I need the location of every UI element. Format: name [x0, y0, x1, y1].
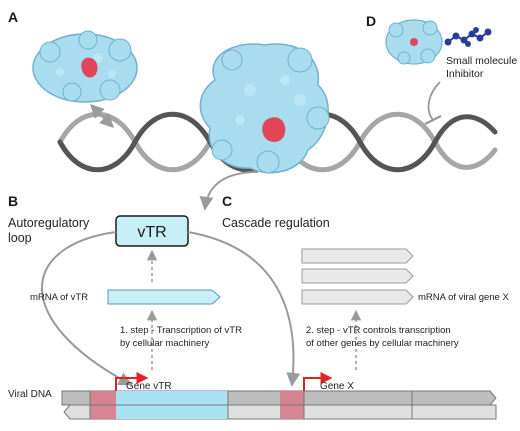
mrna-gene-x-3	[301, 289, 414, 305]
viral-dna-label: Viral DNA	[8, 389, 52, 400]
mrna-vtr	[107, 289, 221, 305]
mrna-gene-x-1	[301, 248, 414, 264]
inhibition-bar	[424, 115, 442, 125]
arrow-helix-to-vtr	[199, 171, 259, 211]
step1-line1: 1. step - Transcription of vTR	[120, 325, 242, 336]
vtr-box-label: vTR	[137, 224, 166, 241]
protein-central	[199, 43, 330, 174]
vtr-box	[115, 215, 189, 247]
binding-site-a	[81, 57, 98, 78]
autoregulatory-arrow	[41, 231, 133, 386]
panel-letter-d: D	[366, 13, 376, 29]
panel-letter-b: B	[8, 193, 18, 209]
tss-arrow-vtr	[115, 372, 149, 391]
tss-arrow-gene-x	[303, 372, 333, 391]
panel-letter-c: C	[222, 193, 232, 209]
gene-x-label: Gene X	[320, 381, 354, 392]
step2-line1: 2. step - vTR controls transcription	[306, 325, 451, 336]
inhibitor-label-line1: Small molecule	[446, 55, 517, 67]
gene-vtr-label: Gene vTR	[126, 381, 172, 392]
panel-letter-a: A	[8, 9, 18, 25]
binding-arrow-a	[90, 104, 114, 128]
protein-panel-a	[32, 30, 138, 103]
mrna-vtr-label: mRNA of vTR	[30, 292, 88, 303]
binding-site-central	[262, 117, 286, 142]
step2-line2: of other genes by cellular machinery	[306, 338, 459, 349]
mrna-gene-x-label: mRNA of viral gene X	[418, 292, 509, 303]
cascade-arrow	[187, 231, 301, 387]
mrna-gene-x-2	[301, 268, 414, 284]
panel-b-title-line2: loop	[8, 231, 32, 245]
panel-c-title: Cascade regulation	[222, 216, 330, 230]
inhibition-line	[427, 81, 441, 121]
protein-panel-d	[385, 19, 443, 65]
inhibitor-label-line2: Inhibitor	[446, 68, 484, 80]
viral-dna	[61, 390, 497, 420]
panel-b-title-line1: Autoregulatory	[8, 216, 90, 230]
step1-line2: by cellular machinery	[120, 338, 209, 349]
inhibitor-molecule	[444, 27, 492, 47]
